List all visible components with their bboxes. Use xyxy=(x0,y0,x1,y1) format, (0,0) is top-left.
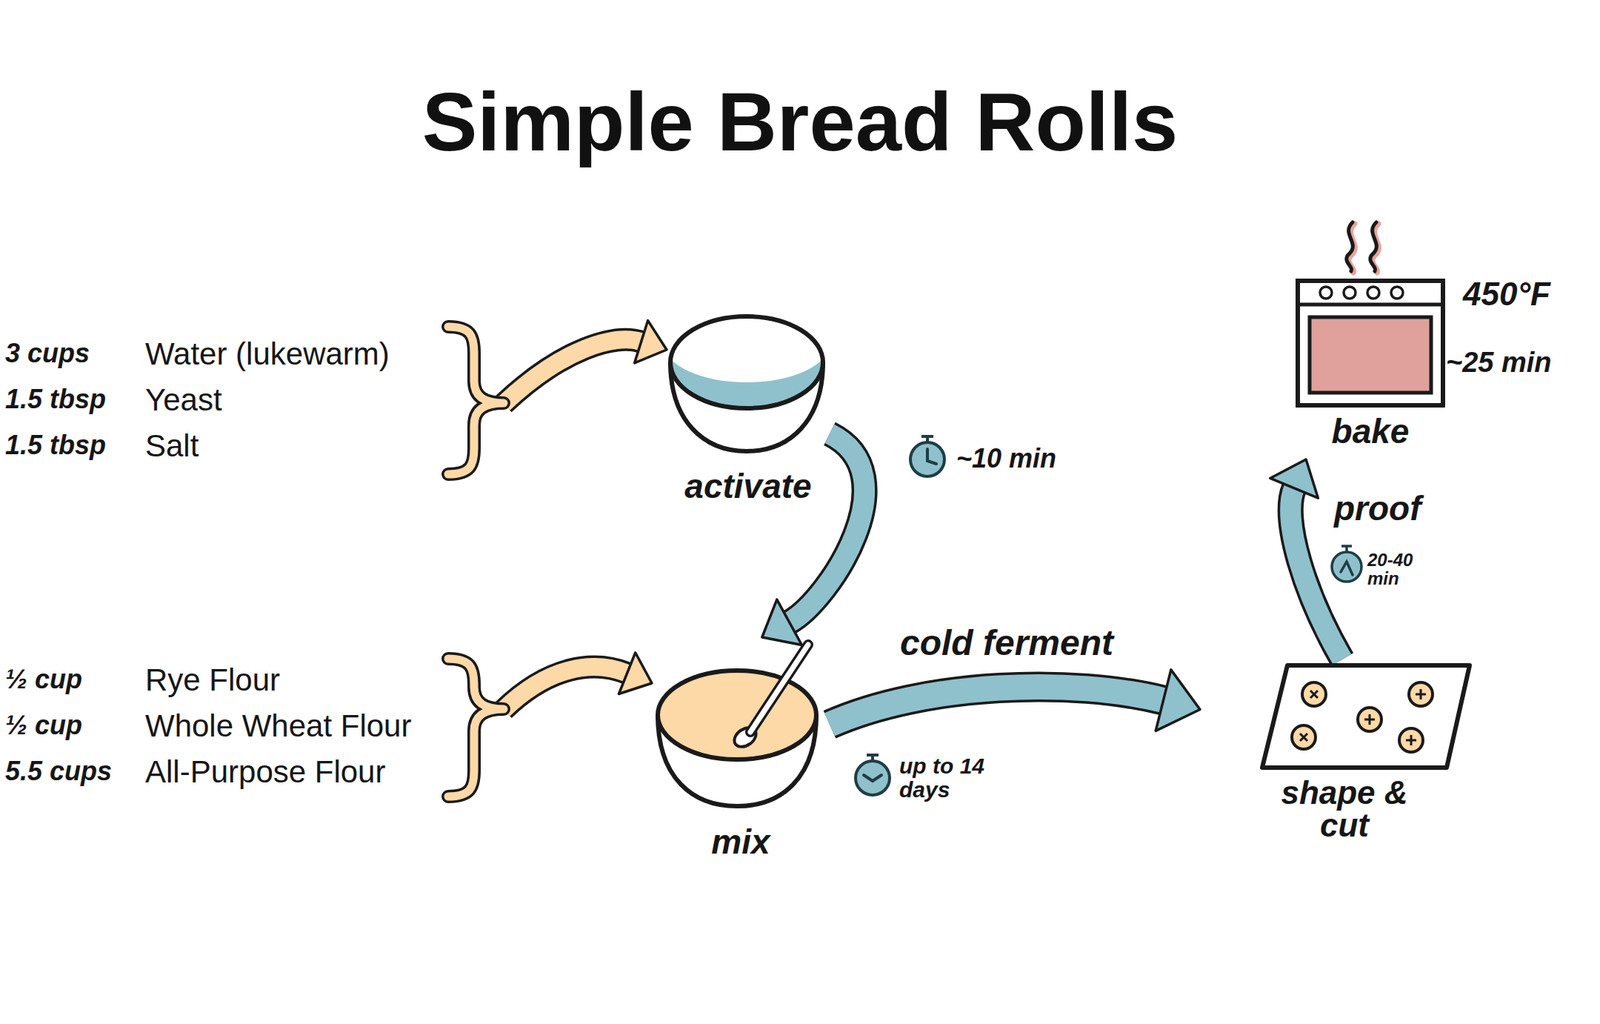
ingredient-amount: 5.5 cups xyxy=(5,755,112,786)
flow-arrow xyxy=(503,652,652,710)
arrow-outline xyxy=(503,666,628,710)
arrow-head xyxy=(618,652,652,695)
arrow-head xyxy=(1155,669,1200,731)
edge-label: cold ferment xyxy=(897,622,1116,663)
ingredient-name: All-Purpose Flour xyxy=(145,754,386,790)
step-label: shape & cut xyxy=(1262,776,1426,842)
steam xyxy=(1346,222,1380,273)
stopwatch-icon xyxy=(1331,545,1362,582)
edge-label: proof xyxy=(1331,488,1424,529)
stopwatch-icon xyxy=(855,754,890,795)
ingredient-name: Water (lukewarm) xyxy=(145,336,390,372)
ingredient-amount: ½ cup xyxy=(5,663,83,695)
arrow-head xyxy=(634,320,667,363)
ingredient-amount: 3 cups xyxy=(5,337,90,369)
step-label: bake xyxy=(1288,411,1452,452)
arrow-outline xyxy=(503,339,642,404)
step-mixing-bowl: activate xyxy=(666,309,830,510)
step-baking-tray: shape & cut xyxy=(1200,659,1482,845)
arrow-head xyxy=(762,599,803,645)
step-mixing-bowl: mix xyxy=(651,637,830,867)
arrow-head xyxy=(1270,459,1319,498)
ingredient-amount: ½ cup xyxy=(5,709,83,740)
ingredient-amount: 1.5 tbsp xyxy=(5,383,106,415)
arrow-body xyxy=(503,666,628,710)
arrow-body xyxy=(789,433,865,622)
flow-arrow xyxy=(762,433,865,645)
step-label: mix xyxy=(651,822,830,862)
temperature-note: 450°F xyxy=(1462,275,1551,314)
ingredient-name: Rye Flour xyxy=(145,662,280,698)
ingredient-name: Salt xyxy=(145,428,199,464)
step-label: activate xyxy=(666,466,830,506)
ingredient-group: ½ cupRye Flour½ cupWhole Wheat Flour5.5 … xyxy=(0,651,504,804)
ingredient-group: 3 cups Water (lukewarm) 1.5 tbsp Yeast 1.5 t… xyxy=(0,325,504,482)
stopwatch-icon xyxy=(910,436,945,477)
bake-time-note: ~25 min xyxy=(1445,346,1552,380)
ferment-time-note: up to 14 days xyxy=(899,754,1011,801)
proof-time-note: 20-40 min xyxy=(1367,550,1435,588)
ingredient-amount: 1.5 tbsp xyxy=(5,429,106,460)
arrow-outline xyxy=(789,433,865,622)
flow-arrow xyxy=(829,669,1200,731)
ingredient-name: Yeast xyxy=(145,382,223,418)
arrow-body xyxy=(503,339,642,404)
edge-label: ~10 min xyxy=(954,442,1059,474)
flow-arrow xyxy=(503,320,667,404)
arrow-body xyxy=(829,686,1164,725)
ingredient-name: Whole Wheat Flour xyxy=(145,708,412,744)
step-oven: bake xyxy=(1288,274,1452,460)
arrow-outline xyxy=(829,686,1164,725)
diagram-title: Simple Bread Rolls xyxy=(0,74,1600,170)
